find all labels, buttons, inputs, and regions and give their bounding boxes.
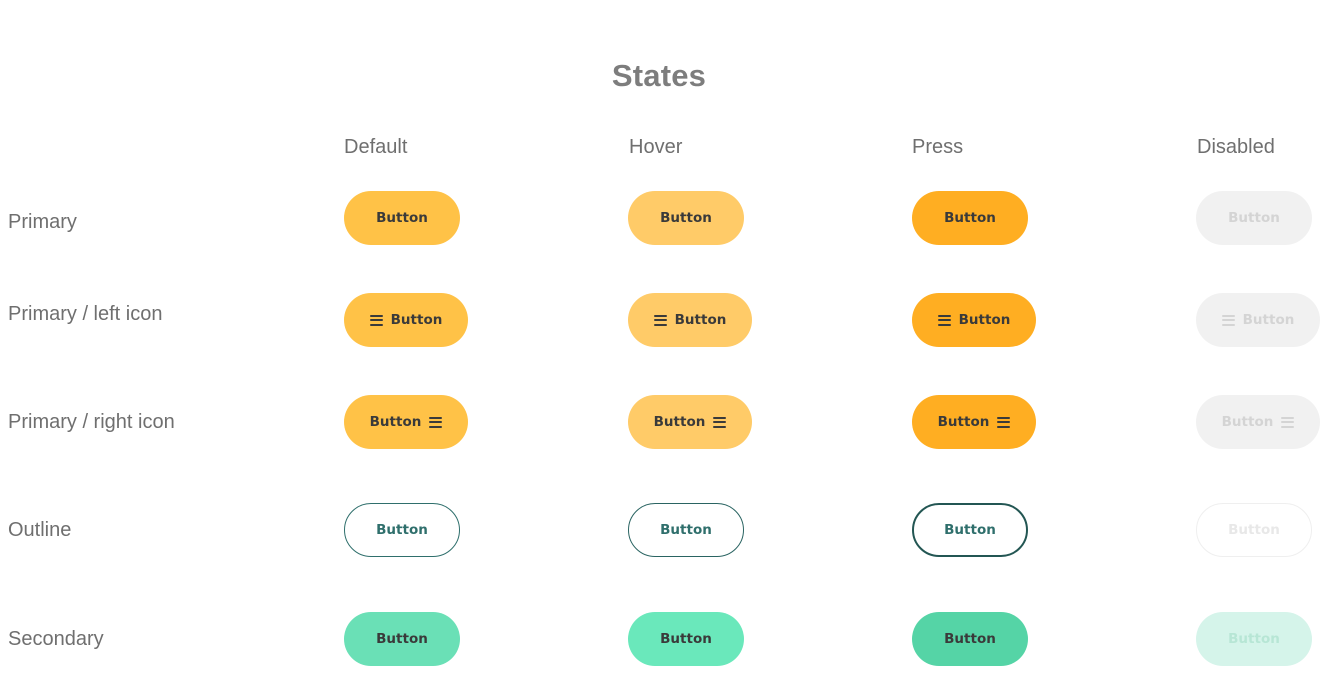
outline-button-press[interactable]: Button <box>912 503 1028 557</box>
primary-left-icon-button-press[interactable]: Button <box>912 293 1036 347</box>
row-label-primary-right-icon: Primary / right icon <box>8 411 175 433</box>
menu-icon <box>937 314 951 326</box>
menu-icon <box>1221 314 1235 326</box>
primary-button-default[interactable]: Button <box>344 191 460 245</box>
outline-button-disabled: Button <box>1196 503 1312 557</box>
button-label: Button <box>1228 210 1280 226</box>
outline-button-default[interactable]: Button <box>344 503 460 557</box>
primary-button-hover[interactable]: Button <box>628 191 744 245</box>
button-label: Button <box>958 312 1011 328</box>
button-label: Button <box>660 522 712 538</box>
button-label: Button <box>390 312 443 328</box>
menu-icon <box>653 314 667 326</box>
primary-right-icon-button-disabled: Button <box>1196 395 1320 449</box>
primary-right-icon-button-hover[interactable]: Button <box>628 395 752 449</box>
menu-icon <box>369 314 383 326</box>
column-header-press: Press <box>912 136 964 158</box>
button-label: Button <box>376 210 428 226</box>
primary-left-icon-button-hover[interactable]: Button <box>628 293 752 347</box>
row-label-outline: Outline <box>8 519 72 541</box>
primary-left-icon-button-default[interactable]: Button <box>344 293 468 347</box>
button-label: Button <box>660 210 712 226</box>
button-label: Button <box>944 522 996 538</box>
primary-button-disabled: Button <box>1196 191 1312 245</box>
secondary-button-disabled: Button <box>1196 612 1312 666</box>
button-label: Button <box>376 522 428 538</box>
button-label: Button <box>1221 414 1274 430</box>
column-header-hover: Hover <box>629 136 683 158</box>
column-header-default: Default <box>344 136 408 158</box>
menu-icon <box>1281 416 1295 428</box>
primary-right-icon-button-default[interactable]: Button <box>344 395 468 449</box>
menu-icon <box>713 416 727 428</box>
row-label-primary: Primary <box>8 211 77 233</box>
secondary-button-default[interactable]: Button <box>344 612 460 666</box>
primary-button-press[interactable]: Button <box>912 191 1028 245</box>
row-label-primary-left-icon: Primary / left icon <box>8 303 163 325</box>
button-label: Button <box>376 631 428 647</box>
secondary-button-press[interactable]: Button <box>912 612 1028 666</box>
primary-left-icon-button-disabled: Button <box>1196 293 1320 347</box>
button-label: Button <box>944 210 996 226</box>
menu-icon <box>997 416 1011 428</box>
button-label: Button <box>944 631 996 647</box>
button-label: Button <box>369 414 422 430</box>
button-label: Button <box>653 414 706 430</box>
row-label-secondary: Secondary <box>8 628 104 650</box>
secondary-button-hover[interactable]: Button <box>628 612 744 666</box>
page-title: States <box>611 58 707 93</box>
button-label: Button <box>937 414 990 430</box>
menu-icon <box>429 416 443 428</box>
column-header-disabled: Disabled <box>1197 136 1275 158</box>
button-label: Button <box>1228 522 1280 538</box>
button-label: Button <box>660 631 712 647</box>
button-label: Button <box>674 312 727 328</box>
button-label: Button <box>1228 631 1280 647</box>
primary-right-icon-button-press[interactable]: Button <box>912 395 1036 449</box>
outline-button-hover[interactable]: Button <box>628 503 744 557</box>
button-label: Button <box>1242 312 1295 328</box>
